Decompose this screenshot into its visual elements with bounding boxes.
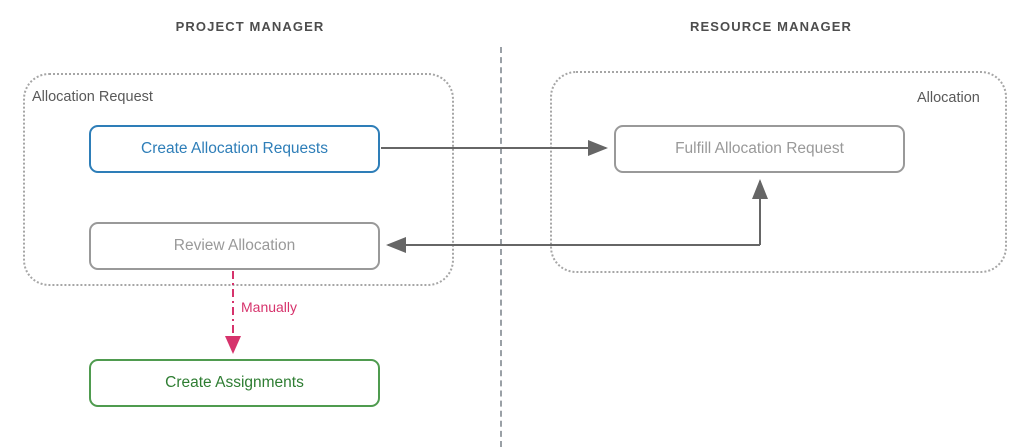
node-label: Create Assignments (165, 373, 304, 391)
lane-divider (500, 47, 502, 447)
node-label: Review Allocation (173, 236, 296, 254)
node-label: Create Allocation Requests (141, 139, 328, 157)
group-allocation (550, 71, 1007, 273)
lane-title-project-manager: PROJECT MANAGER (175, 19, 325, 34)
node-review-allocation[interactable]: Review Allocation (89, 222, 380, 270)
group-label-allocation-request: Allocation Request (32, 89, 153, 105)
lane-title-resource-manager: RESOURCE MANAGER (689, 19, 853, 34)
node-create-allocation-requests[interactable]: Create Allocation Requests (89, 125, 380, 173)
node-fulfill-allocation-request[interactable]: Fulfill Allocation Request (614, 125, 905, 173)
node-label: Fulfill Allocation Request (675, 139, 844, 157)
group-label-allocation: Allocation (917, 90, 980, 106)
edge-label-manually: Manually (239, 299, 300, 315)
group-allocation-request (23, 73, 454, 286)
node-create-assignments[interactable]: Create Assignments (89, 359, 380, 407)
